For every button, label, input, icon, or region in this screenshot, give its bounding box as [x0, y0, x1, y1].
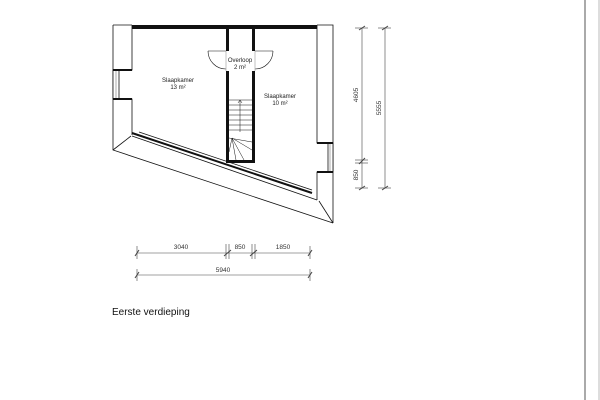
door-left[interactable] — [207, 50, 227, 71]
staircase — [228, 99, 253, 161]
window-left — [112, 69, 132, 100]
door-right[interactable] — [254, 50, 274, 71]
dimension-label: 1850 — [276, 244, 291, 251]
dimension-label: 3040 — [174, 244, 189, 251]
room-name: Overloop — [228, 58, 253, 64]
room-name: Slaapkamer — [162, 78, 194, 84]
landing-walls — [226, 29, 255, 163]
room-name: Slaapkamer — [264, 94, 296, 100]
dimension-label: 5555 — [376, 100, 383, 115]
top-wall — [132, 25, 317, 29]
dimension-label: 4605 — [353, 87, 360, 102]
floor-caption: Eerste verdieping — [112, 307, 190, 318]
dimension-label: 850 — [235, 244, 246, 251]
room-area: 13 m² — [170, 85, 185, 91]
dimension-label: 850 — [353, 169, 360, 180]
window-right — [317, 142, 334, 173]
room-area: 10 m² — [272, 101, 287, 107]
building-outline — [112, 24, 334, 224]
room-area: 2 m² — [234, 65, 246, 71]
dimension-lines-vertical — [355, 25, 391, 191]
dimension-label: 5940 — [216, 267, 231, 274]
dimension-lines-horizontal — [134, 244, 313, 281]
